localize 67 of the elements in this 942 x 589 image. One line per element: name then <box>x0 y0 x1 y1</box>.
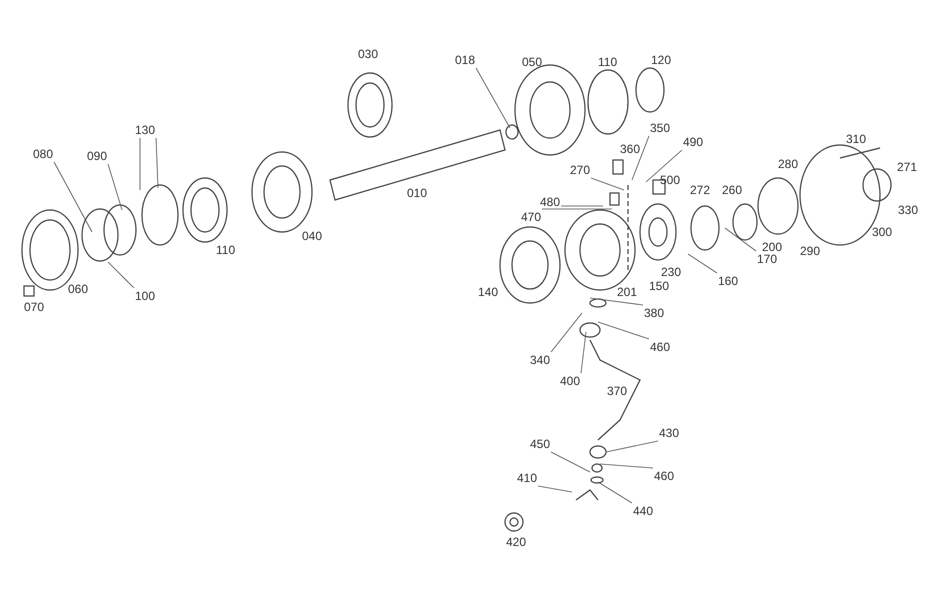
callout-number: 420 <box>506 535 526 549</box>
callout-number: 140 <box>478 285 498 299</box>
callout-number: 280 <box>778 157 798 171</box>
callout-number: 100 <box>135 289 156 303</box>
leader-line <box>550 312 582 352</box>
callout-number: 450 <box>530 437 550 451</box>
callout-number: 270 <box>570 163 590 177</box>
callout-number: 310 <box>846 132 866 146</box>
callout-number: 010 <box>407 186 428 200</box>
callout-number: 110 <box>598 55 618 69</box>
callout-number: 170 <box>757 252 778 266</box>
callout-number: 340 <box>530 353 550 367</box>
callout-number: 200 <box>762 240 782 254</box>
callout-number: 500 <box>660 173 680 187</box>
callout-number: 370 <box>607 384 628 398</box>
leader-line <box>598 322 650 340</box>
callout-number: 150 <box>649 279 670 293</box>
leader-line <box>632 136 650 180</box>
callout-number: 110 <box>216 243 236 257</box>
callout-number: 440 <box>633 504 654 518</box>
callout-number: 060 <box>68 282 88 296</box>
callout-number: 490 <box>683 135 704 149</box>
callout-number: 380 <box>644 306 664 320</box>
callout-number: 480 <box>540 195 560 209</box>
callout-number: 300 <box>872 225 892 239</box>
callout-number: 090 <box>87 149 108 163</box>
callout-number: 080 <box>33 147 54 161</box>
callout-number: 410 <box>517 471 538 485</box>
leader-line <box>590 178 624 190</box>
leader-line <box>646 150 682 182</box>
leader-line <box>538 486 572 492</box>
callout-number: 360 <box>620 142 640 156</box>
callout-number: 290 <box>800 244 820 258</box>
leader-line <box>156 138 158 188</box>
leader-line <box>590 298 644 306</box>
callout-number: 430 <box>659 426 680 440</box>
callout-number: 120 <box>651 53 672 67</box>
callout-number: 271 <box>897 160 918 174</box>
leader-line <box>550 452 590 472</box>
callout-number: 460 <box>654 469 674 483</box>
callout-number: 470 <box>521 210 542 224</box>
leader-line <box>606 440 658 452</box>
callout-number: 040 <box>302 229 322 243</box>
callout-number: 230 <box>661 265 682 279</box>
leader-line <box>476 68 510 128</box>
leader-line <box>580 332 586 374</box>
callout-number: 330 <box>898 203 918 217</box>
callout-number: 272 <box>690 183 710 197</box>
leader-line <box>600 464 654 468</box>
callout-number: 050 <box>522 55 542 69</box>
callout-number: 030 <box>358 47 378 61</box>
leader-line <box>724 228 756 252</box>
callout-number: 070 <box>24 300 44 314</box>
callout-number: 160 <box>718 274 738 288</box>
leader-line <box>108 164 122 210</box>
leader-line <box>108 262 134 288</box>
callout-number: 130 <box>135 123 156 137</box>
callout-number: 018 <box>455 53 476 67</box>
callout-number: 460 <box>650 340 670 354</box>
callout-number: 201 <box>617 285 638 299</box>
leader-line <box>598 482 632 504</box>
callout-number: 400 <box>560 374 580 388</box>
leader-line <box>688 254 718 274</box>
callout-number: 350 <box>650 121 670 135</box>
callout-number: 260 <box>722 183 742 197</box>
leader-line <box>542 208 612 210</box>
leader-line <box>54 162 92 232</box>
